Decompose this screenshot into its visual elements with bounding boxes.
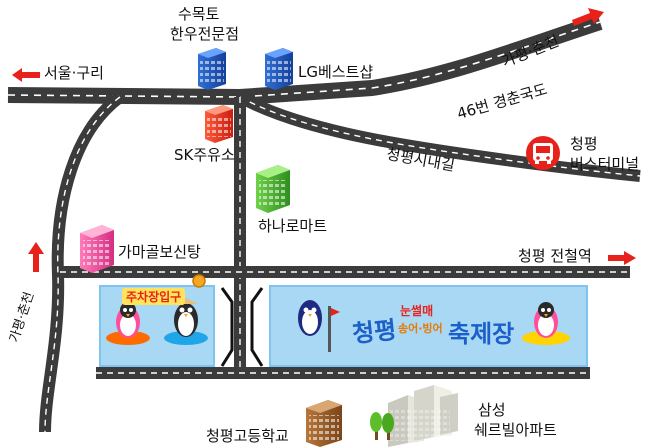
label-seoul: 서울·구리 xyxy=(44,64,104,82)
penguin-icon xyxy=(106,302,150,345)
label-lg: LG베스트샵 xyxy=(298,63,374,81)
label-school: 청평고등학교 xyxy=(206,427,289,445)
label-parking-entrance: 주차장입구 xyxy=(122,288,186,305)
penguin-icon xyxy=(522,302,570,345)
gas-station-icon xyxy=(205,105,233,143)
building-icon xyxy=(306,400,342,447)
tree-icon xyxy=(370,412,394,440)
road-network xyxy=(7,14,641,433)
label-gamagol: 가마골보신탕 xyxy=(118,243,201,261)
festival-sub-top: 눈썰매 xyxy=(400,304,434,318)
building-icon xyxy=(80,225,114,273)
building-icon xyxy=(256,165,290,213)
entrance-marker xyxy=(192,274,206,288)
building-icon xyxy=(198,48,226,90)
left-road xyxy=(39,92,124,433)
bus-icon xyxy=(526,136,560,170)
label-samsung-line2: 쉐르빌아파트 xyxy=(474,421,557,439)
penguin-icon xyxy=(164,298,208,345)
label-sumokto-line2: 한우전문점 xyxy=(170,25,240,43)
label-sk: SK주유소 xyxy=(174,146,235,164)
label-sumokto-line1: 수목토 xyxy=(178,5,220,23)
penguin-icon xyxy=(298,300,340,352)
building-icon xyxy=(265,48,293,90)
town-road xyxy=(237,91,641,182)
festival-title-a: 청평 xyxy=(350,315,398,349)
label-hanaro: 하나로마트 xyxy=(258,217,328,235)
direction-arrow-icon xyxy=(12,8,636,272)
label-bus-line2: 버스터미널 xyxy=(570,155,640,173)
festival-sub-bottom: 송어·빙어 xyxy=(398,322,443,335)
label-samsung-line1: 삼성 xyxy=(478,401,506,419)
bridge-symbol xyxy=(220,287,264,367)
festival-title-b: 축제장 xyxy=(448,320,515,348)
apartment-icon xyxy=(388,385,458,447)
label-bus-line1: 청평 xyxy=(570,135,598,153)
festival-area xyxy=(269,285,588,367)
label-station: 청평 전철역 xyxy=(518,247,592,265)
highway-46 xyxy=(7,14,603,105)
